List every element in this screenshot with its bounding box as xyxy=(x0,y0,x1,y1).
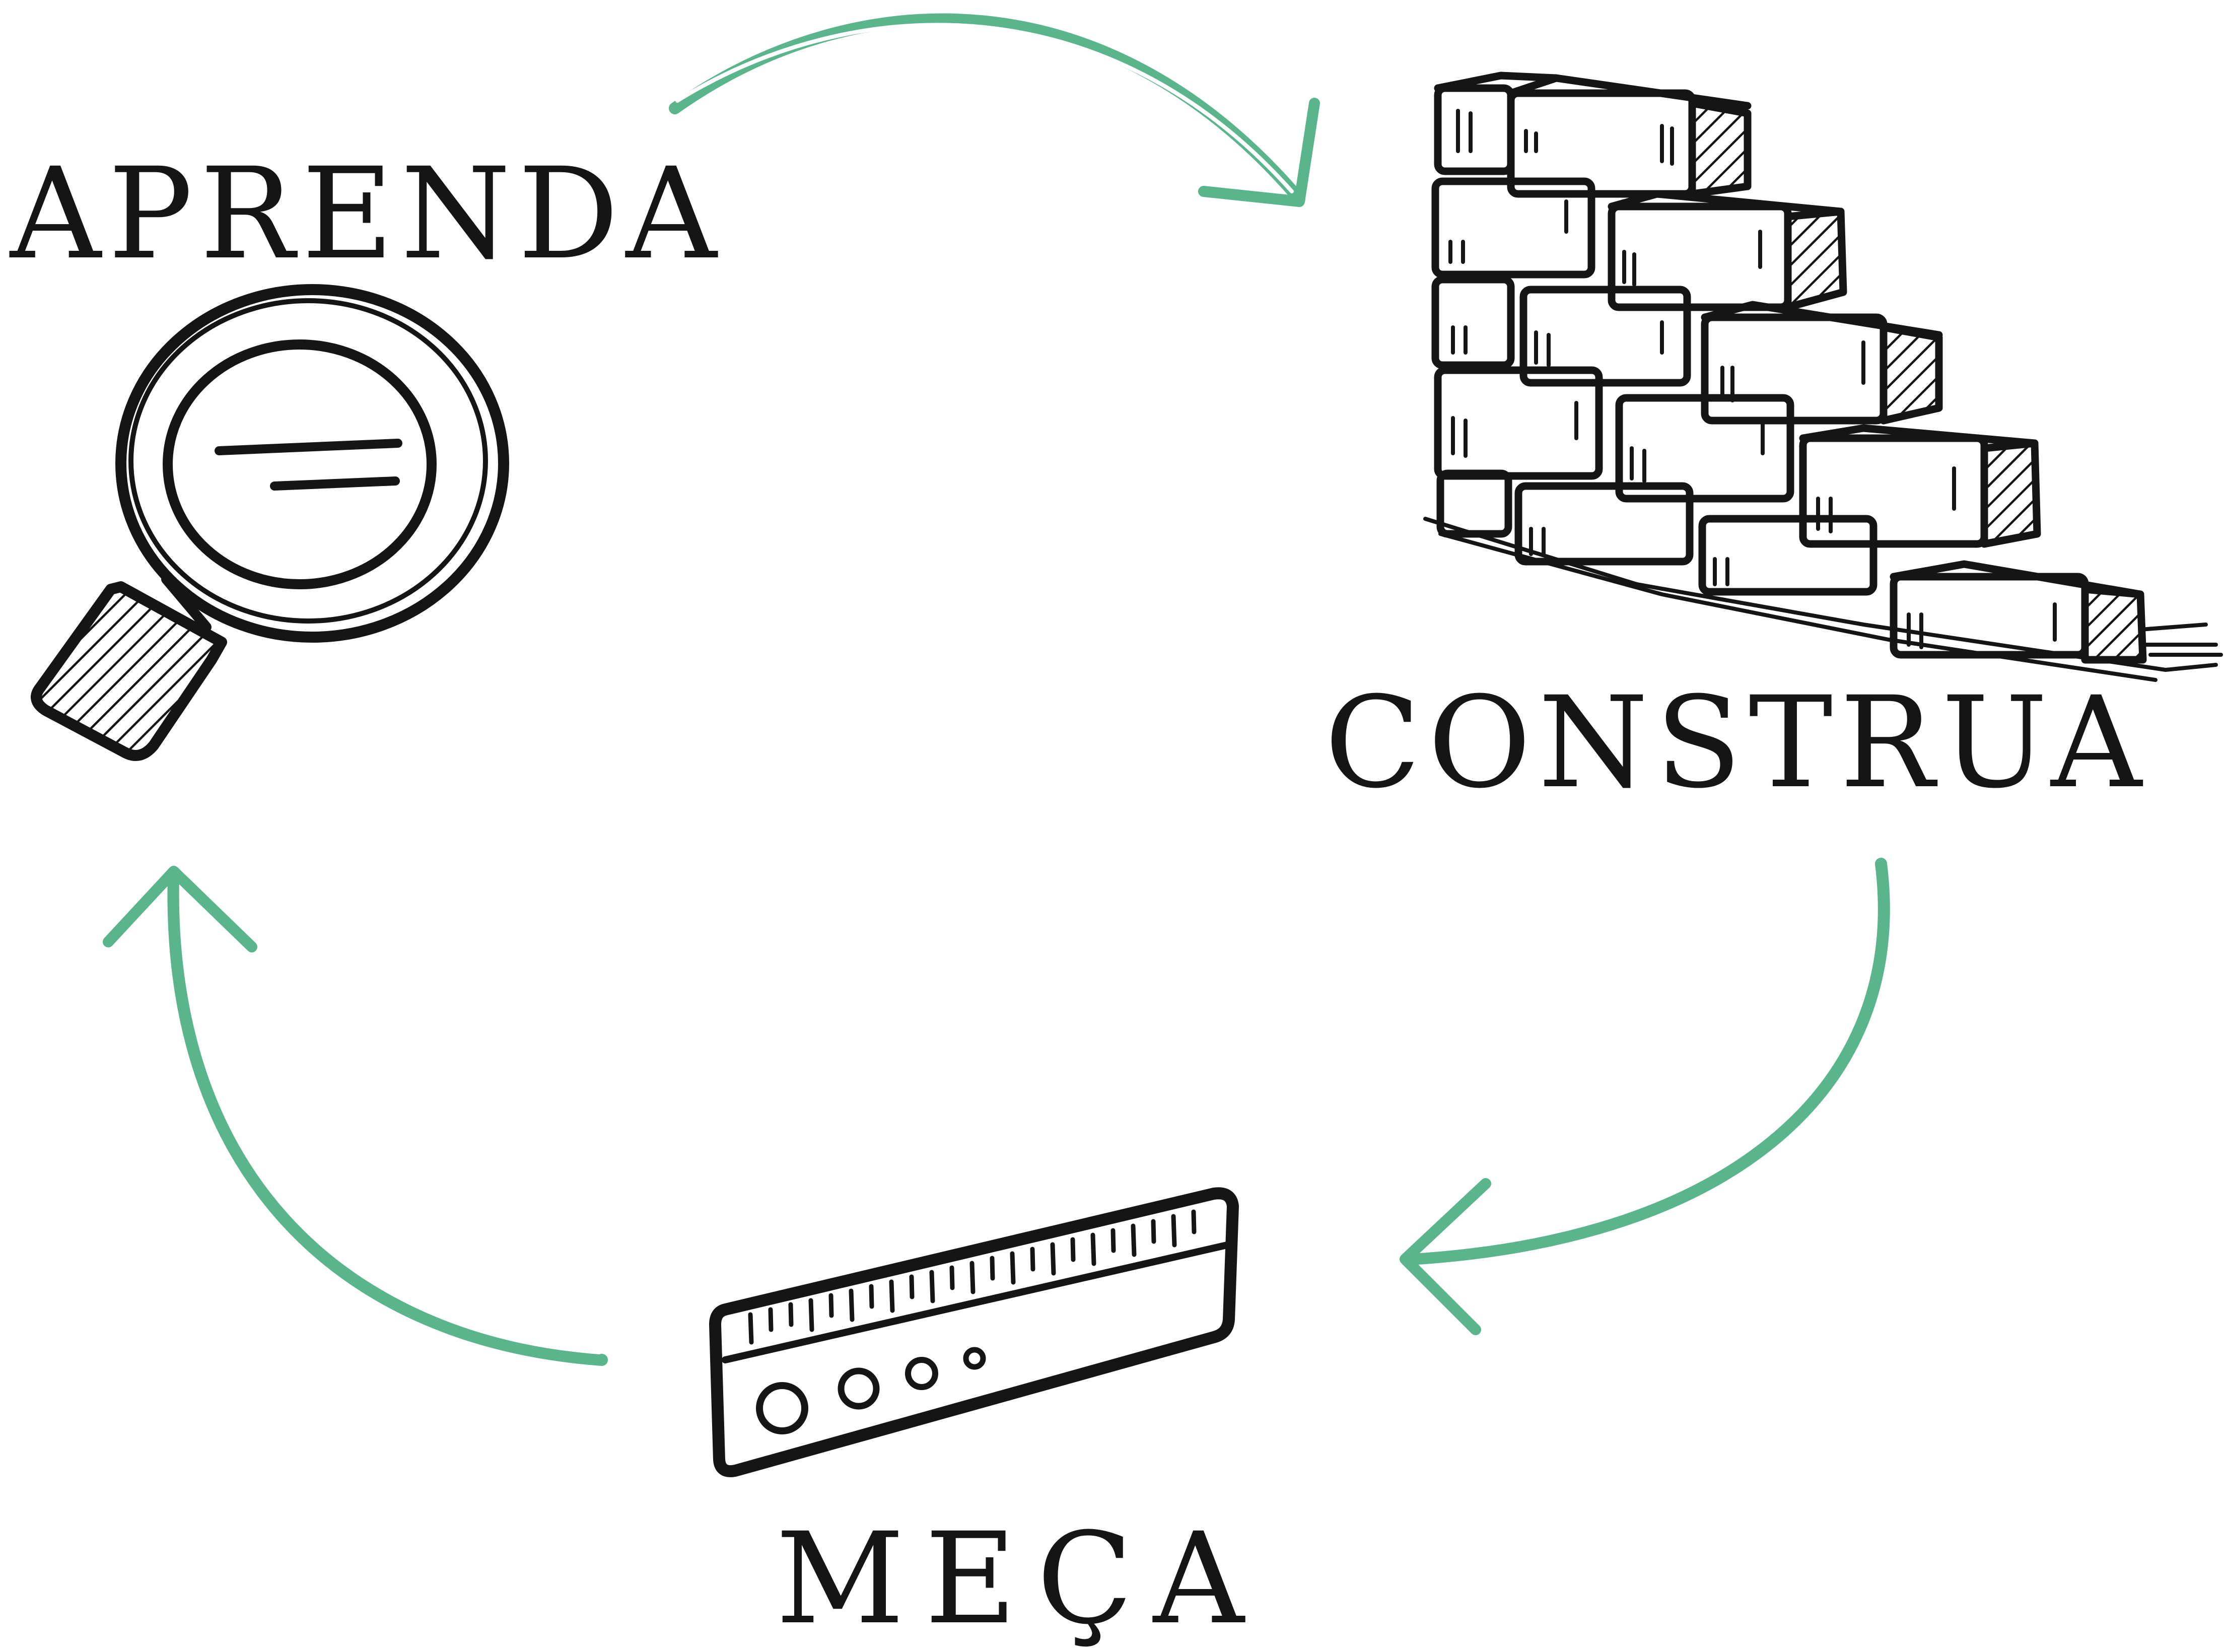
step-label-learn: APRENDA xyxy=(10,141,724,287)
ruler-icon xyxy=(709,1187,1239,1477)
step-label-measure: MEÇA xyxy=(776,1505,1265,1652)
arrow-learn-to-build xyxy=(669,13,1320,207)
brick-wall-icon xyxy=(1423,72,2223,682)
arrow-build-to-measure xyxy=(1400,858,1890,1335)
magnifying-glass-icon xyxy=(31,284,509,761)
step-label-build: CONSTRUA xyxy=(1325,669,2149,816)
arrow-measure-to-learn xyxy=(103,866,608,1366)
